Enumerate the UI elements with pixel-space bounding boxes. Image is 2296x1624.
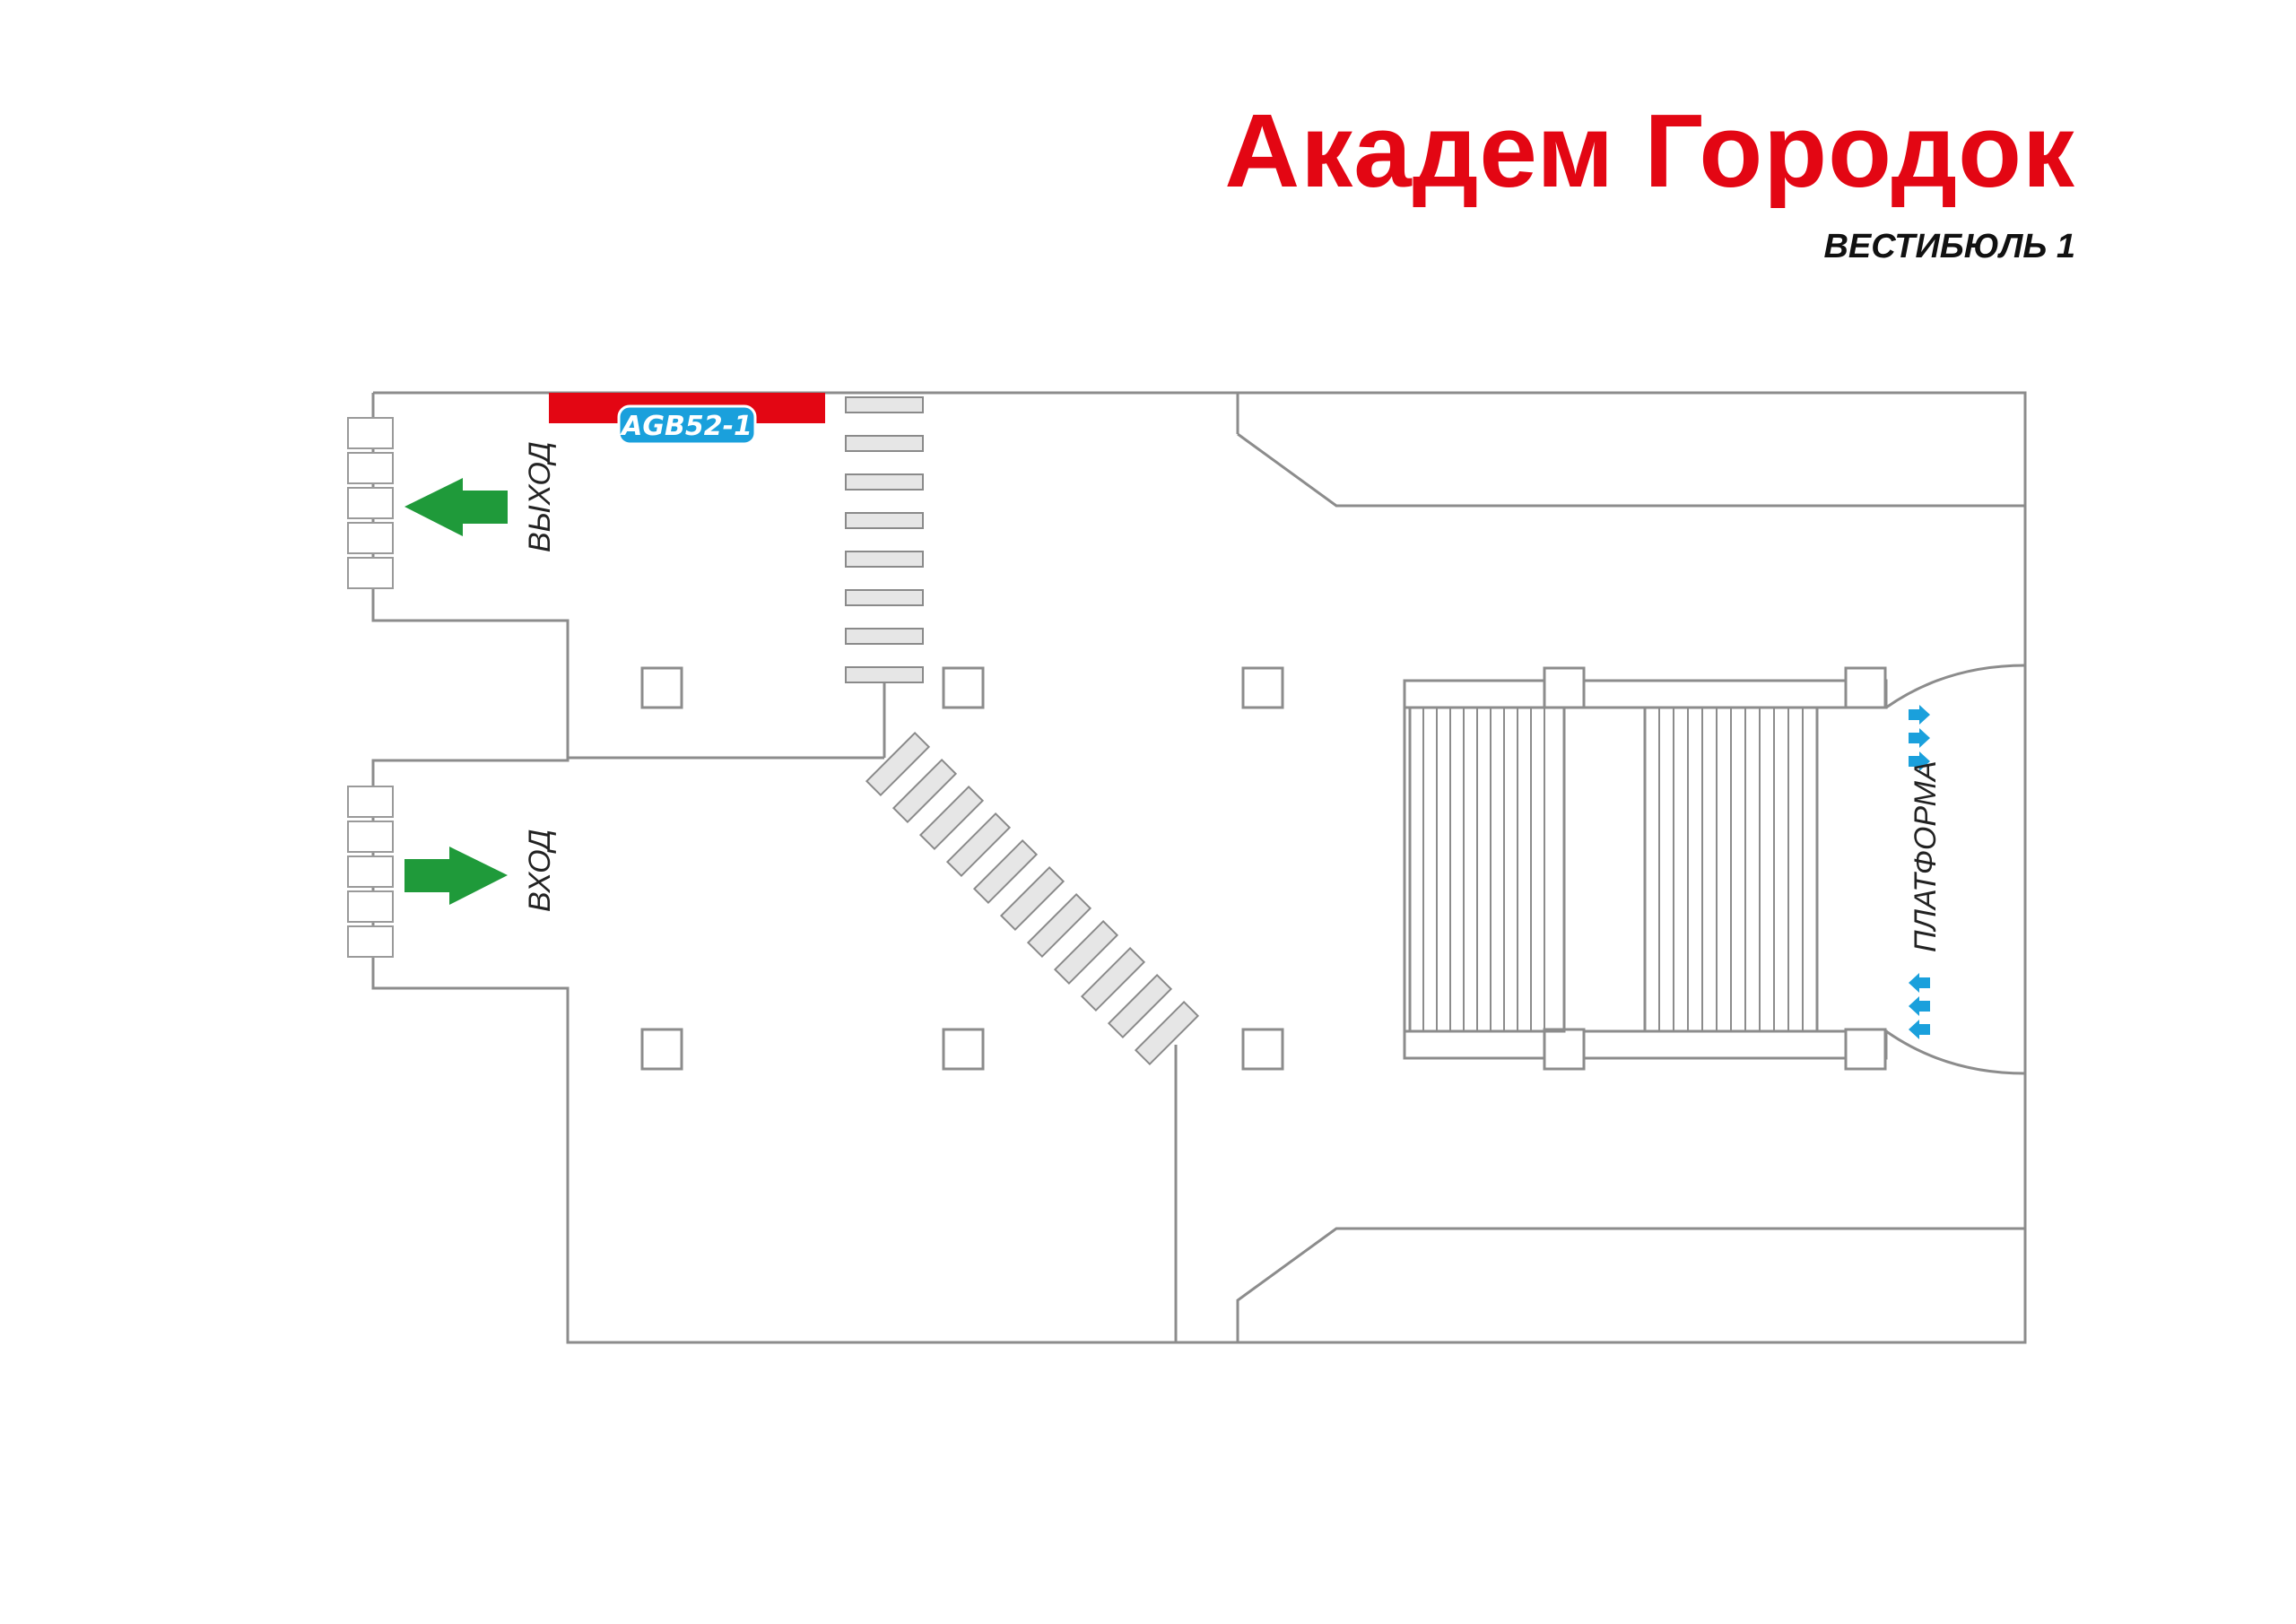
small-arrow-icon [1909,996,1930,1016]
ad-code-label: AGB52-1 [620,411,752,442]
platform-curve [1885,664,2026,1075]
entrance-turnstiles [347,786,394,958]
exit-label: ВЫХОД [523,441,557,552]
outer-wall [371,391,2027,1344]
small-arrow-icon [1909,973,1930,993]
exit-turnstiles [347,417,394,589]
ad-code-badge [617,404,757,446]
hall-subtitle: ВЕСТИБЮЛЬ 1 [1823,228,2075,265]
entrance-arrow-icon [404,847,508,905]
platform-arrows-bottom [1909,973,1930,1039]
barrier-row-diagonal [865,731,1200,1066]
station-title: Академ Городок [1224,92,2075,209]
entrance-label: ВХОД [523,829,557,912]
lower-ramp-wall [1236,1227,2025,1342]
columns [640,666,1284,1071]
upper-ramp-wall [1237,432,2025,508]
small-arrow-icon [1909,751,1930,771]
platform-arrows-top [1909,705,1930,771]
small-arrow-icon [1909,728,1930,748]
staircase [1403,666,1888,1071]
barrier-row-vertical [845,396,924,683]
platform-label: ПЛАТФОРМА [1909,760,1943,952]
small-arrow-icon [1909,705,1930,725]
small-arrow-icon [1909,1020,1930,1039]
exit-arrow-icon [404,478,508,536]
